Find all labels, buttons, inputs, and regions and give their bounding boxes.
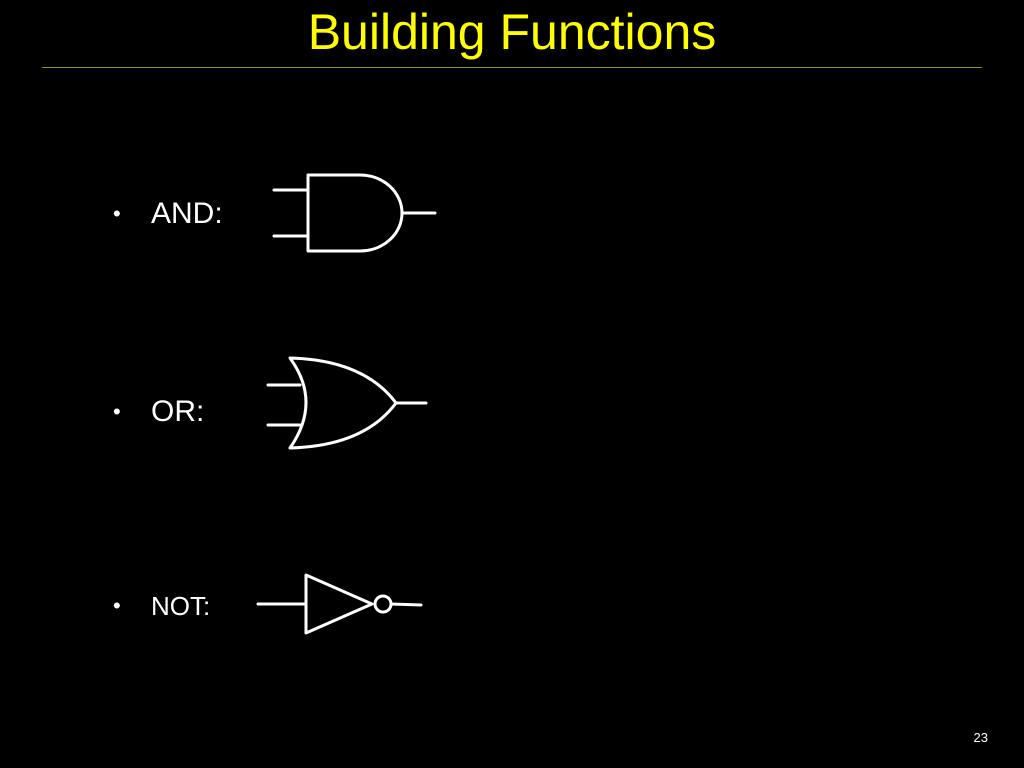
bullet-marker: • [113,201,121,226]
bullet-item-not: • NOT: [113,588,210,624]
bullet-item-or: • OR: [113,392,204,432]
title-divider [42,67,982,68]
bullet-item-and: • AND: [113,194,223,234]
slide-title: Building Functions [307,4,717,60]
page-number: 23 [973,730,988,745]
bullet-marker: • [113,593,121,618]
bullet-label-or: OR: [151,395,205,428]
and-gate-icon [272,173,437,253]
bullet-label-not: NOT: [151,590,211,621]
not-gate-icon [256,573,423,635]
bullet-label-and: AND: [151,197,223,230]
or-gate-icon [266,356,428,450]
bullet-marker: • [113,399,121,424]
